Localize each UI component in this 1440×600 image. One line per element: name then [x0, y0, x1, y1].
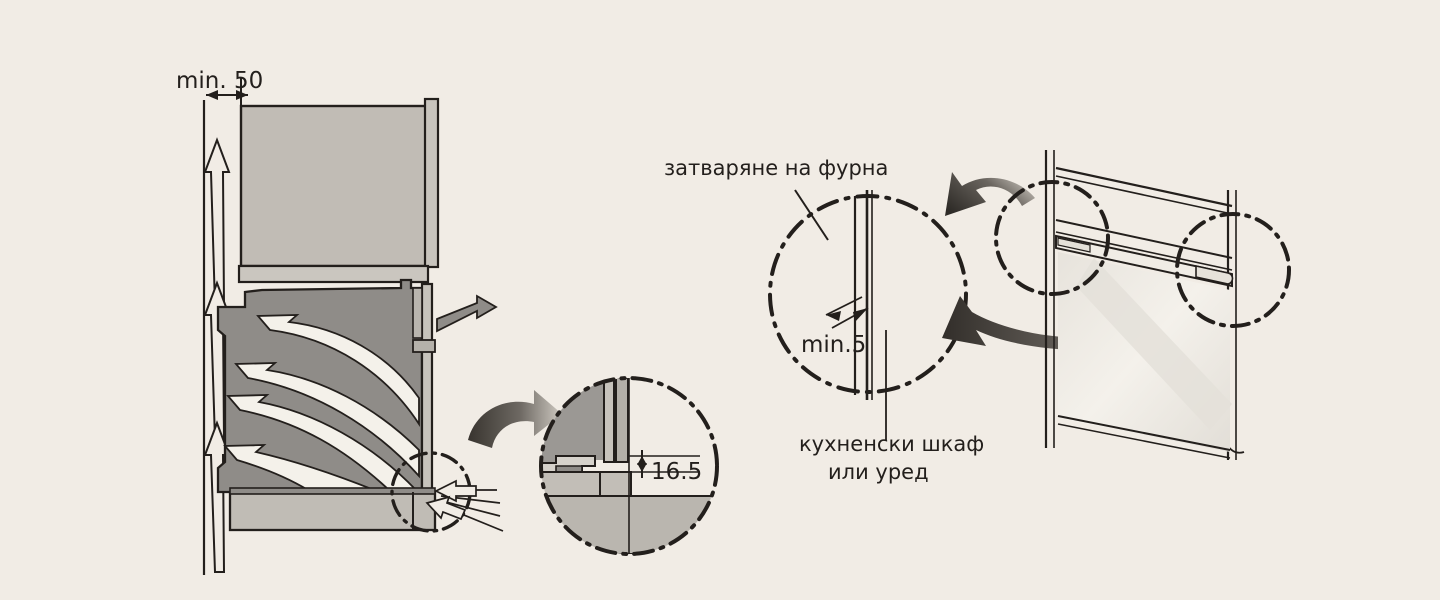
callout-arrow-upper	[945, 172, 1035, 216]
base-shelf	[228, 487, 437, 532]
label-min-50: min. 50	[176, 68, 263, 94]
left-side-section-view: min. 50	[176, 68, 562, 575]
detail-marker-circle-handle	[1175, 212, 1291, 328]
oven-door-handle	[1055, 234, 1233, 288]
detail-view-bottom: 16.5	[539, 376, 719, 556]
min5-dimension	[825, 296, 869, 329]
label-dim-16-5: 16.5	[651, 459, 702, 485]
label-min-5: min.5	[801, 332, 866, 358]
label-oven-closing: затваряне на фурна	[664, 156, 888, 180]
detail-view-door-gap: затваряне на фурна min.5 кухненски шкаф …	[664, 156, 984, 484]
inflow-arrow-head-a	[434, 479, 477, 503]
inflow-arrow-head-b	[425, 495, 467, 521]
min50-dimension	[206, 78, 248, 106]
detail-circle-door-outline	[768, 194, 968, 394]
glass-reflection-band	[1076, 258, 1232, 430]
handle-grip-end	[1195, 265, 1234, 285]
detail-pointer-arrow-bottom	[468, 390, 562, 448]
label-kitchen-cabinet-line2: или уред	[828, 460, 929, 484]
detail-marker-circle-left-stile	[994, 180, 1110, 296]
upper-cabinet-block	[237, 97, 440, 284]
label-kitchen-cabinet-line1: кухненски шкаф	[799, 432, 984, 456]
right-oven-perspective-view	[994, 150, 1291, 460]
detail-circle-bottom-outline	[539, 376, 719, 556]
exhaust-arrow	[436, 294, 498, 333]
